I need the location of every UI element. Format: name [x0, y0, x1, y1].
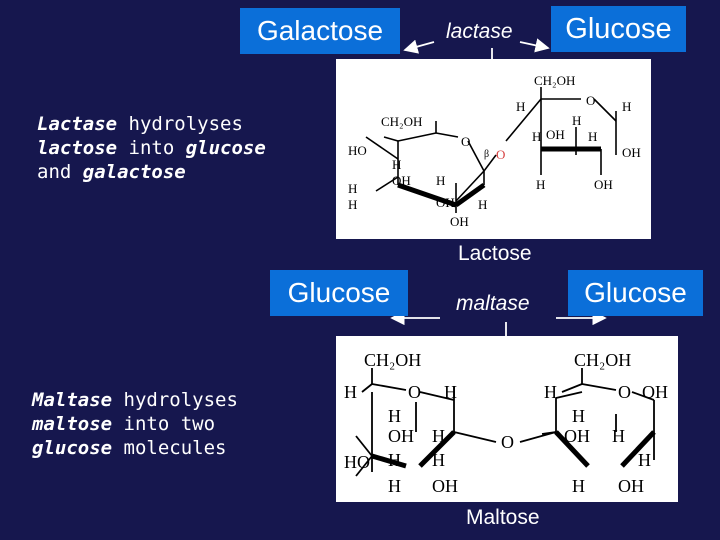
svg-text:HO: HO	[344, 452, 370, 472]
svg-text:H: H	[612, 426, 625, 446]
svg-text:OH: OH	[618, 476, 644, 496]
svg-text:H: H	[588, 129, 597, 144]
svg-text:O: O	[408, 382, 421, 402]
lactase-label: lactase	[446, 20, 513, 43]
svg-text:H: H	[544, 382, 557, 402]
svg-text:H: H	[536, 177, 545, 192]
svg-text:H: H	[348, 197, 357, 212]
maltase-label: maltase	[456, 292, 530, 315]
svg-text:H: H	[532, 129, 541, 144]
galactose-box: Galactose	[240, 8, 400, 54]
svg-text:H: H	[388, 476, 401, 496]
svg-text:H: H	[622, 99, 631, 114]
svg-text:β: β	[484, 149, 489, 160]
svg-text:H: H	[432, 426, 445, 446]
svg-text:HO: HO	[348, 143, 367, 158]
svg-text:O: O	[496, 147, 505, 162]
maltose-label: Maltose	[466, 506, 540, 529]
svg-text:OH: OH	[642, 382, 668, 402]
lactose-structure: CH₂OH HO O β O H OH H H OH OH H H CH₂OH …	[336, 59, 651, 239]
svg-text:OH: OH	[564, 426, 590, 446]
glucose-box-left: Glucose	[270, 270, 408, 316]
svg-text:OH: OH	[436, 195, 455, 210]
svg-text:H: H	[388, 406, 401, 426]
svg-text:CH₂OH: CH₂OH	[364, 350, 421, 370]
svg-text:H: H	[432, 450, 445, 470]
svg-text:CH₂OH: CH₂OH	[381, 114, 422, 129]
glucose-box-top: Glucose	[551, 6, 686, 52]
lactase-description: Lactase hydrolyses lactose into glucose …	[37, 113, 266, 183]
maltose-structure: CH₂OH H O H H OH H HO H H H OH O CH₂OH H…	[336, 336, 678, 502]
svg-text:H: H	[444, 382, 457, 402]
svg-text:OH: OH	[622, 145, 641, 160]
svg-text:OH: OH	[392, 173, 411, 188]
svg-text:CH₂OH: CH₂OH	[574, 350, 631, 370]
lactose-label: Lactose	[458, 242, 532, 265]
glucose-box-right: Glucose	[568, 270, 703, 316]
svg-text:H: H	[572, 476, 585, 496]
svg-text:H: H	[348, 181, 357, 196]
svg-text:H: H	[572, 113, 581, 128]
svg-text:OH: OH	[432, 476, 458, 496]
svg-text:H: H	[344, 382, 357, 402]
svg-text:CH₂OH: CH₂OH	[534, 73, 575, 88]
svg-text:H: H	[638, 450, 651, 470]
svg-text:H: H	[436, 173, 445, 188]
svg-text:H: H	[516, 99, 525, 114]
svg-text:O: O	[501, 432, 514, 452]
svg-text:O: O	[618, 382, 631, 402]
svg-text:H: H	[572, 406, 585, 426]
svg-text:H: H	[392, 157, 401, 172]
svg-text:OH: OH	[388, 426, 414, 446]
maltase-description: Maltase hydrolyses maltose into two gluc…	[32, 389, 238, 459]
svg-text:H: H	[388, 450, 401, 470]
svg-text:OH: OH	[546, 127, 565, 142]
svg-text:OH: OH	[594, 177, 613, 192]
svg-text:OH: OH	[450, 214, 469, 229]
svg-text:H: H	[478, 197, 487, 212]
svg-text:O: O	[461, 134, 470, 149]
svg-text:O: O	[586, 93, 595, 108]
